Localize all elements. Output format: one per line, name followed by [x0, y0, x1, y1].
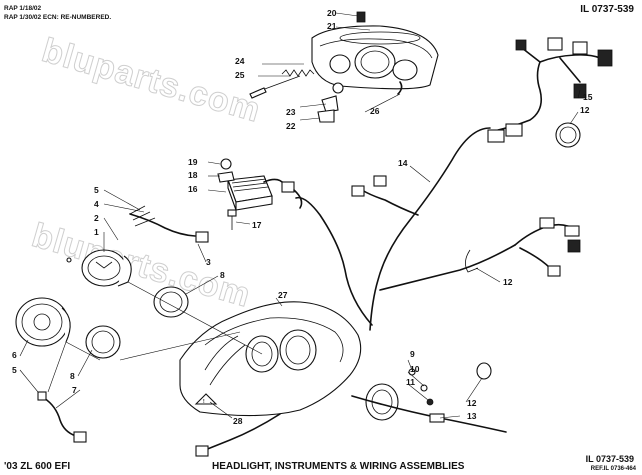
model-label: '03 ZL 600 EFI [4, 461, 71, 472]
callout-2: 2 [94, 213, 99, 223]
callout-27: 27 [278, 290, 288, 300]
lower-gauge [15, 297, 87, 443]
callout-16: 16 [188, 184, 198, 194]
callout-12-bottom: 12 [467, 398, 477, 408]
upper-gauge [66, 205, 209, 287]
bulb-socket-icon [356, 11, 366, 23]
callout-11: 11 [406, 377, 415, 387]
callout-28: 28 [233, 416, 243, 426]
callout-10: 10 [410, 364, 420, 374]
callout-20: 20 [327, 8, 337, 18]
callout-13: 13 [467, 411, 477, 421]
callout-5-top: 5 [94, 185, 99, 195]
callout-9: 9 [410, 349, 415, 359]
callout-14: 14 [398, 158, 408, 168]
clamp-ring [555, 122, 581, 148]
svg-text:!: ! [203, 399, 205, 405]
gauge-bezel-ring [85, 325, 121, 359]
callout-19: 19 [188, 157, 198, 167]
callout-17: 17 [252, 220, 262, 230]
cable-assembly [351, 362, 507, 433]
callout-8-bottom: 8 [70, 371, 75, 381]
callout-22: 22 [286, 121, 296, 131]
diagram-title: HEADLIGHT, INSTRUMENTS & WIRING ASSEMBLI… [212, 461, 465, 472]
watermark-text: bluparts.com [38, 31, 265, 130]
illustration-id-bottom: IL 0737-539 [585, 454, 634, 464]
voltage-regulator [217, 158, 303, 230]
console-wire [204, 413, 281, 451]
callout-labels: 20 21 24 25 23 22 26 15 12 14 19 18 16 1… [12, 8, 593, 426]
callout-26: 26 [370, 106, 380, 116]
callout-18: 18 [188, 170, 198, 180]
callout-6: 6 [12, 350, 17, 360]
callout-23: 23 [286, 107, 296, 117]
callout-8-top: 8 [220, 270, 225, 280]
watermark-text: bluparts.com [28, 216, 255, 315]
instrument-console: ! [179, 301, 362, 417]
callout-4: 4 [94, 199, 99, 209]
callout-21: 21 [327, 21, 337, 31]
callout-5-bottom: 5 [12, 365, 17, 375]
leader-lines [19, 12, 581, 419]
callout-12-top: 12 [580, 105, 590, 115]
revision-note-1: RAP 1/18/02 [4, 5, 42, 12]
callout-1: 1 [94, 227, 99, 237]
headlight-assembly [249, 11, 439, 123]
illustration-id-top: IL 0737-539 [580, 4, 634, 15]
callout-24: 24 [235, 56, 245, 66]
callout-7: 7 [72, 385, 77, 395]
callout-25: 25 [235, 70, 245, 80]
callout-15: 15 [583, 92, 593, 102]
reference-id: REF.IL 0736-464 [590, 466, 636, 472]
callout-3: 3 [206, 257, 211, 267]
gauge-bezel-ring [153, 286, 189, 318]
callout-12-mid: 12 [503, 277, 513, 287]
revision-note-2: RAP 1/30/02 ECN: RE-NUMBERED. [4, 14, 112, 21]
main-wiring-harness [295, 37, 613, 331]
